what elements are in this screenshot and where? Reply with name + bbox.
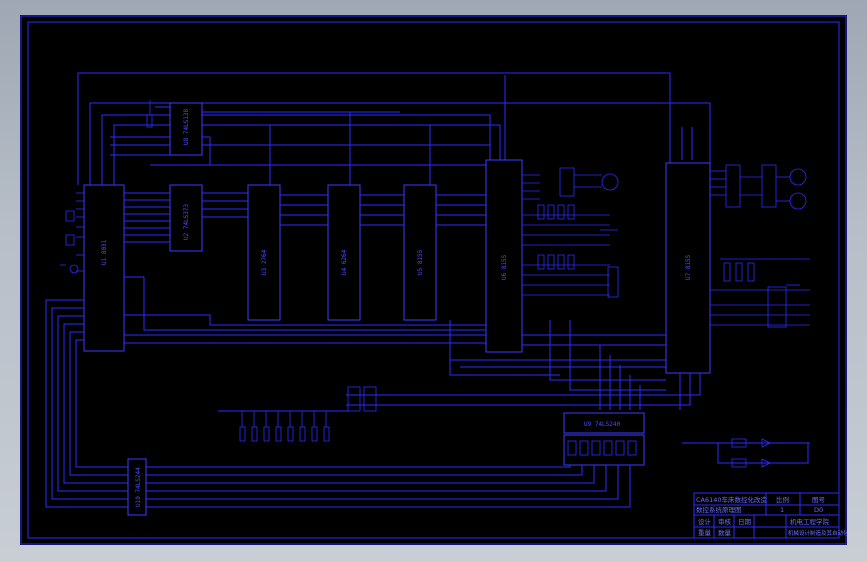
cpu-label: U1 8031 xyxy=(101,239,108,265)
resistor-array-1 xyxy=(537,204,575,270)
svg-text:U7 8155: U7 8155 xyxy=(685,254,692,280)
outer-frame xyxy=(20,15,847,545)
led-resistor-ladder xyxy=(218,410,350,442)
title-block: CA6140车床数控化改造 数控系统原理图 比例 1 图号 D0 设计 审核 日… xyxy=(693,492,847,539)
stepper-driver-2 xyxy=(710,164,807,210)
ram-chip: U4 6264 xyxy=(327,184,361,321)
svg-text:U8 74LS138: U8 74LS138 xyxy=(183,108,190,145)
cpu-chip: U1 8031 xyxy=(76,184,125,352)
svg-text:机械设计制造及其自动化: 机械设计制造及其自动化 xyxy=(788,529,847,537)
latch-chip: U8 74LS138 xyxy=(146,100,203,156)
svg-text:审核: 审核 xyxy=(718,517,732,526)
drawing-sheet: U1 8031 U8 74LS138 U2 74LS373 U3 2764 U4… xyxy=(20,15,847,545)
svg-text:机电工程学院: 机电工程学院 xyxy=(790,517,830,526)
svg-text:CA6140车床数控化改造: CA6140车床数控化改造 xyxy=(696,495,768,504)
keypad-wiring xyxy=(45,299,631,508)
top-bus xyxy=(77,72,711,185)
output-connector xyxy=(600,229,619,298)
svg-text:比例: 比例 xyxy=(776,495,789,504)
svg-text:U4 6264: U4 6264 xyxy=(341,249,348,275)
svg-text:设计: 设计 xyxy=(698,517,712,526)
stepper-driver-1 xyxy=(559,167,619,197)
svg-text:U3 2764: U3 2764 xyxy=(261,249,268,275)
svg-text:数控系统原理图: 数控系统原理图 xyxy=(696,505,742,514)
svg-text:数量: 数量 xyxy=(718,528,732,537)
svg-text:D0: D0 xyxy=(814,506,823,514)
lower-bus xyxy=(346,320,701,410)
svg-text:U6 8155: U6 8155 xyxy=(501,254,508,280)
schematic-canvas: U1 8031 U8 74LS138 U2 74LS373 U3 2764 U4… xyxy=(20,15,847,545)
svg-text:日期: 日期 xyxy=(738,518,752,526)
keypad-chip: U10 74LS244 xyxy=(127,458,147,516)
display-module: U9 74LS240 xyxy=(563,412,645,466)
io-chip: U5 8155 xyxy=(403,184,437,321)
diode-circuit xyxy=(682,438,810,468)
svg-text:U2 74LS373: U2 74LS373 xyxy=(183,203,190,240)
ppi-chip-center: U6 8155 xyxy=(485,159,610,353)
eprom-chip: U3 2764 xyxy=(247,184,281,321)
rom-chip: U2 74LS373 xyxy=(169,184,203,252)
crystal-circuit xyxy=(60,210,79,274)
svg-text:重量: 重量 xyxy=(698,529,712,537)
svg-text:U9 74LS240: U9 74LS240 xyxy=(584,421,621,428)
limit-switches xyxy=(710,258,810,328)
ppi-chip-right: U7 8155 xyxy=(665,162,711,374)
data-bus xyxy=(124,192,560,376)
svg-text:图号: 图号 xyxy=(812,496,826,504)
svg-text:U5 8155: U5 8155 xyxy=(417,249,424,275)
transistor-cluster xyxy=(347,386,377,412)
svg-text:1: 1 xyxy=(780,506,784,514)
inner-frame xyxy=(27,21,840,539)
svg-text:U10 74LS244: U10 74LS244 xyxy=(135,467,142,507)
